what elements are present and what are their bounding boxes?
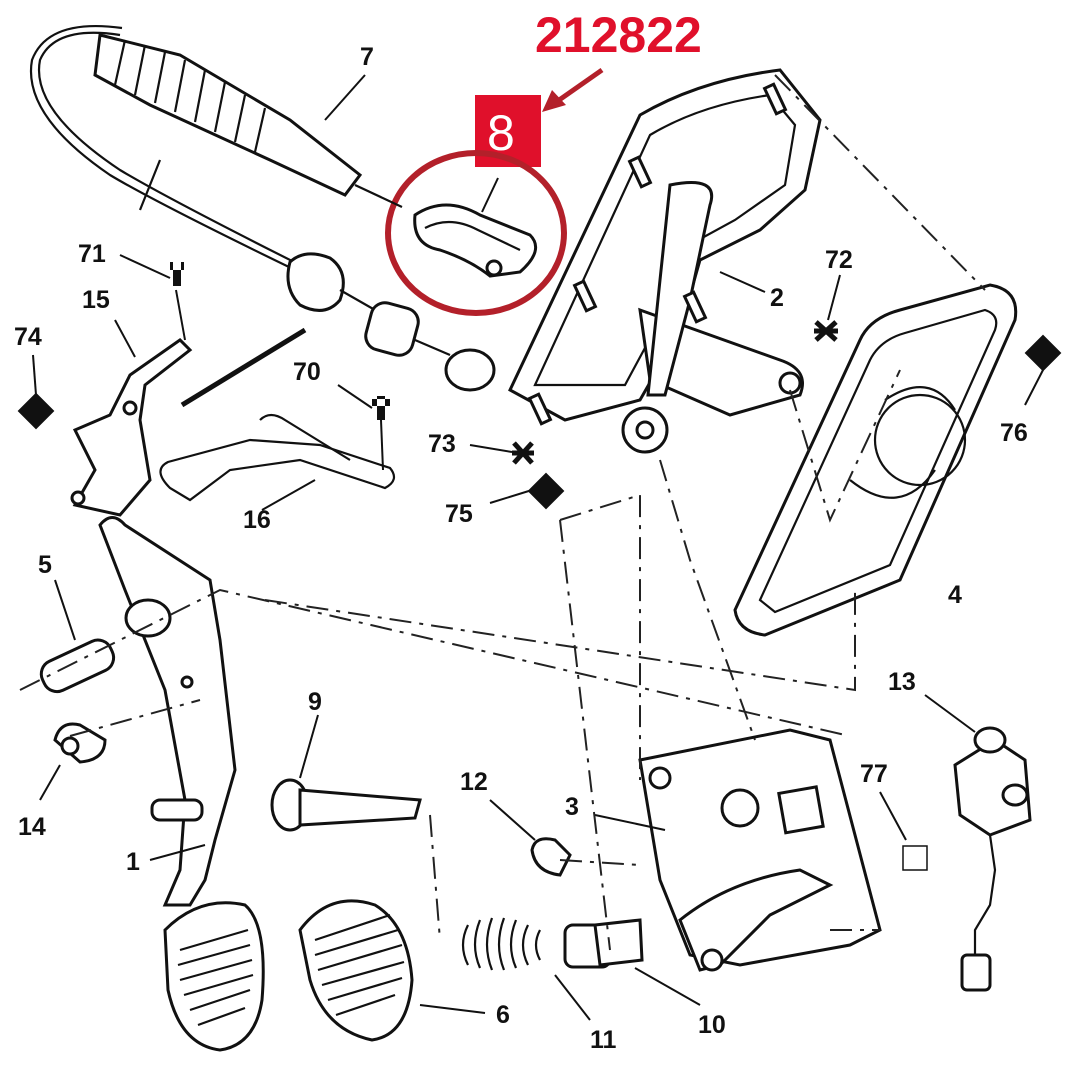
marker-72-star	[814, 274, 841, 342]
cable-boot	[93, 33, 363, 197]
cable-lower-end	[286, 252, 496, 392]
callout-70: 70	[293, 358, 321, 386]
callout-74: 74	[14, 323, 42, 351]
callout-6: 6	[496, 1001, 510, 1029]
marker-71-plus	[119, 254, 186, 341]
part-16-spring	[159, 413, 396, 511]
callout-5: 5	[38, 551, 52, 579]
part-12-cap	[489, 799, 572, 877]
part-number-arrow	[542, 67, 604, 112]
callout-76: 76	[1000, 419, 1028, 447]
callout-14: 14	[18, 813, 46, 841]
part-14-clip	[39, 722, 107, 801]
callout-2: 2	[770, 284, 784, 312]
part-15-bracket	[70, 319, 193, 517]
cable-break-mark	[138, 159, 162, 211]
part-4-gasket	[733, 283, 1018, 637]
marker-77-open-square	[879, 791, 928, 871]
part-1-pedal-arm	[98, 516, 265, 1052]
callout-1: 1	[126, 848, 140, 876]
callout-7: 7	[360, 43, 374, 71]
marker-76-square	[1024, 334, 1062, 406]
part-5-pin	[39, 579, 116, 694]
callout-labels: 7 71 15 74 70 73 75 16 2 72 76 4 5 14 9 …	[14, 43, 1028, 1054]
part-2-pedal-bracket	[508, 68, 822, 454]
callout-11: 11	[590, 1026, 617, 1054]
highlight-circle	[385, 150, 567, 316]
part-10-bushing	[563, 918, 701, 1006]
part-9-rod	[270, 714, 422, 832]
marker-73-star	[469, 441, 534, 465]
callout-72: 72	[825, 246, 853, 274]
callout-73: 73	[428, 430, 456, 458]
part-13-switch	[924, 694, 1032, 992]
pedal-pad-1	[163, 901, 265, 1052]
callout-16: 16	[243, 506, 271, 534]
part-8-clip	[413, 177, 538, 278]
callout-13: 13	[888, 668, 916, 696]
callout-3: 3	[565, 793, 579, 821]
bracket-studs	[527, 82, 788, 426]
part-11-spring	[461, 917, 591, 1021]
callout-71: 71	[78, 240, 106, 268]
part-6-pedal-pad	[298, 899, 486, 1042]
part-7-clutch-cable	[29, 24, 496, 408]
callout-12: 12	[460, 768, 488, 796]
callout-77: 77	[860, 760, 888, 788]
part-number-label: 212822	[535, 7, 702, 63]
assembly-guide-lines	[19, 74, 986, 951]
marker-75-square	[489, 472, 565, 510]
callout-4: 4	[948, 581, 962, 609]
marker-74-square	[17, 354, 55, 430]
callout-75: 75	[445, 500, 473, 528]
marker-70-plus	[337, 384, 390, 471]
part-3-lower-bracket	[594, 728, 882, 972]
callout-10: 10	[698, 1011, 726, 1039]
callout-15: 15	[82, 286, 110, 314]
callout-9: 9	[308, 688, 322, 716]
